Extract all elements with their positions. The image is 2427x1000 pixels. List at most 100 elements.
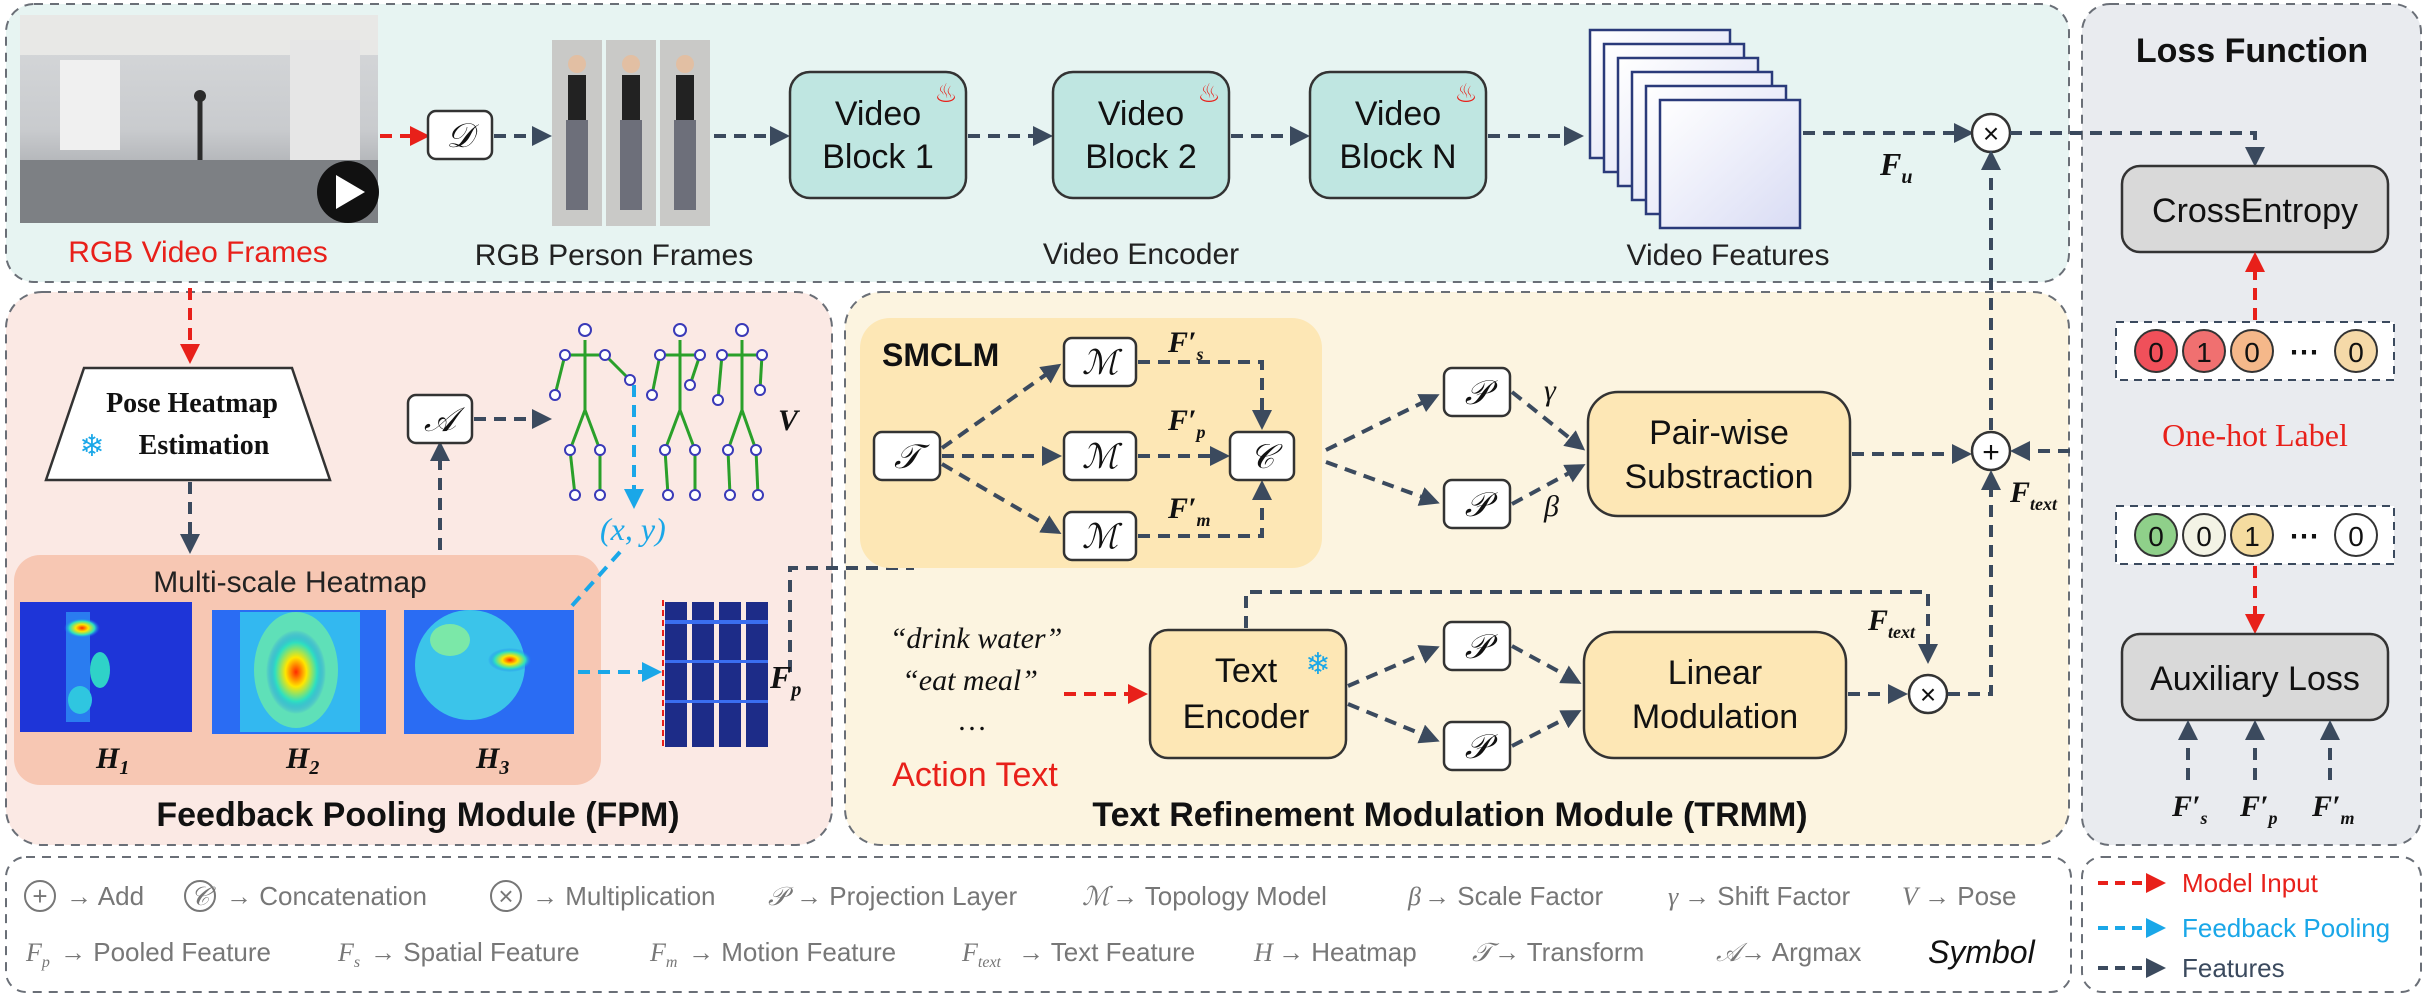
fire-icon: ♨ bbox=[1197, 78, 1220, 108]
svg-text:→ Projection Layer: → Projection Layer bbox=[796, 881, 1017, 911]
pooled-feature-strips bbox=[662, 600, 768, 750]
label-top-2: 0 bbox=[2244, 337, 2260, 368]
svg-text:Substraction: Substraction bbox=[1625, 458, 1814, 496]
svg-text:Fs: Fs bbox=[337, 938, 360, 971]
label-bottom-2: 1 bbox=[2244, 521, 2260, 552]
label-bottom-0: 0 bbox=[2148, 521, 2164, 552]
svg-text:Pair-wise: Pair-wise bbox=[1649, 414, 1789, 452]
v-label: V bbox=[778, 404, 801, 437]
loss-fm: F′m bbox=[2311, 790, 2354, 828]
add-node: + bbox=[1970, 430, 2012, 472]
text-example-1: “drink water” bbox=[890, 622, 1063, 655]
m-box-p: ℳ bbox=[1062, 430, 1138, 482]
play-icon[interactable] bbox=[317, 161, 379, 223]
video-encoder-label: Video Encoder bbox=[1043, 238, 1239, 271]
svg-text:ℳ: ℳ bbox=[1082, 439, 1123, 476]
legend-add: + → Add bbox=[24, 880, 144, 912]
legend-model-input: Model Input bbox=[2182, 868, 2319, 898]
svg-text:→ Add: → Add bbox=[66, 881, 144, 911]
svg-text:→ Concatenation: → Concatenation bbox=[226, 881, 427, 911]
svg-text:Modulation: Modulation bbox=[1632, 698, 1798, 736]
legend-heatmap: H → Heatmap bbox=[1253, 937, 1417, 967]
legend-projection: 𝒫 → Projection Layer bbox=[768, 881, 1017, 911]
pose-line-1: Pose Heatmap bbox=[106, 388, 278, 419]
multiply-node-bottom: × bbox=[1907, 673, 1949, 715]
rgb-video-thumbnail bbox=[20, 15, 378, 223]
m-box-m: ℳ bbox=[1062, 510, 1138, 562]
svg-text:→ Spatial Feature: → Spatial Feature bbox=[370, 937, 580, 967]
text-encoder-box: Text Encoder bbox=[1148, 628, 1348, 760]
snowflake-icon: ❄ bbox=[1305, 648, 1330, 681]
m-box-s: ℳ bbox=[1062, 336, 1138, 388]
svg-text:Fp: Fp bbox=[25, 938, 50, 971]
legend-panel bbox=[5, 856, 2072, 993]
a-box bbox=[406, 393, 474, 445]
pose-line-2: Estimation bbox=[139, 430, 270, 461]
svg-text:Video: Video bbox=[835, 95, 921, 133]
svg-text:β: β bbox=[1407, 882, 1421, 911]
legend-row-2: Fp → Pooled Feature Fs → Spatial Feature… bbox=[25, 937, 1861, 971]
heatmap-h1 bbox=[20, 602, 192, 732]
text-example-2: “eat meal” bbox=[902, 664, 1038, 697]
svg-text:Linear: Linear bbox=[1668, 654, 1763, 692]
pose-joints bbox=[549, 323, 768, 501]
p-box-beta: 𝒫 bbox=[1442, 478, 1512, 530]
svg-text:V: V bbox=[1902, 882, 1921, 911]
svg-text:Ftext: Ftext bbox=[961, 938, 1002, 971]
linear-modulation-box: Linear Modulation bbox=[1582, 630, 1848, 760]
legend-topology: ℳ → Topology Model bbox=[1082, 881, 1327, 911]
legend-pose: V → Pose bbox=[1902, 881, 2017, 911]
heatmap-h3 bbox=[404, 610, 574, 734]
svg-text:→ Shift Factor: → Shift Factor bbox=[1684, 881, 1850, 911]
legend-feedback-pooling: Feedback Pooling bbox=[2182, 913, 2390, 943]
svg-text:+: + bbox=[1982, 436, 2000, 469]
pairwise-substraction-box: Pair-wise Substraction bbox=[1586, 390, 1852, 518]
svg-text:→ Transform: → Transform bbox=[1494, 937, 1644, 967]
svg-text:×: × bbox=[1983, 118, 1999, 149]
label-bottom-1: 0 bbox=[2196, 521, 2212, 552]
svg-text:Block N: Block N bbox=[1339, 138, 1456, 176]
fire-icon: ♨ bbox=[934, 78, 957, 108]
multiscale-label: Multi-scale Heatmap bbox=[153, 566, 426, 599]
trmm-title: Text Refinement Modulation Module (TRMM) bbox=[1092, 796, 1807, 834]
svg-text:→ Motion Feature: → Motion Feature bbox=[688, 937, 896, 967]
smclm-label: SMCLM bbox=[882, 337, 999, 373]
svg-text:→ Pooled Feature: → Pooled Feature bbox=[60, 937, 271, 967]
person-frames bbox=[552, 40, 710, 226]
svg-text:→ Pose: → Pose bbox=[1924, 881, 2017, 911]
xy-label: (x, y) bbox=[600, 511, 666, 547]
svg-text:→ Argmax: → Argmax bbox=[1740, 937, 1861, 967]
fpm-title: Feedback Pooling Module (FPM) bbox=[156, 796, 679, 834]
rgb-person-frames-label: RGB Person Frames bbox=[475, 239, 753, 272]
action-text-label: Action Text bbox=[892, 756, 1058, 794]
rgb-video-frames-label: RGB Video Frames bbox=[68, 236, 328, 269]
pose-heatmap-estimation-box bbox=[44, 366, 332, 482]
svg-text:Block 1: Block 1 bbox=[822, 138, 934, 176]
label-top-1: 1 bbox=[2196, 337, 2212, 368]
pose-skeletons bbox=[553, 340, 764, 496]
t-box bbox=[872, 430, 942, 482]
f-s-prime: F′s bbox=[1167, 326, 1203, 364]
p-box-text-1: 𝒫 bbox=[1442, 620, 1512, 672]
one-hot-label-bottom bbox=[2115, 505, 2395, 565]
f-text-label-mid: Ftext bbox=[1867, 604, 1916, 642]
legend-spatial: Fs → Spatial Feature bbox=[337, 937, 580, 971]
beta-label: β bbox=[1543, 490, 1559, 523]
loss-fs: F′s bbox=[2171, 790, 2207, 828]
label-bottom-4: 0 bbox=[2348, 521, 2364, 552]
svg-text:γ: γ bbox=[1668, 882, 1679, 911]
snowflake-icon: ❄ bbox=[79, 430, 104, 463]
svg-text:Block 2: Block 2 bbox=[1085, 138, 1197, 176]
one-hot-label: One-hot Label bbox=[2162, 417, 2348, 453]
label-top-3: ⋯ bbox=[2289, 336, 2319, 369]
svg-text:H: H bbox=[1253, 938, 1274, 967]
gamma-label: γ bbox=[1544, 374, 1557, 407]
video-block-2: Video Block 2 bbox=[1051, 70, 1231, 200]
legend-text: Ftext → Text Feature bbox=[961, 937, 1195, 971]
legend-shift: γ → Shift Factor bbox=[1668, 881, 1850, 911]
svg-text:+: + bbox=[32, 881, 47, 911]
svg-text:Video: Video bbox=[1355, 95, 1441, 133]
svg-text:CrossEntropy: CrossEntropy bbox=[2152, 192, 2358, 230]
auxiliary-loss-box: Auxiliary Loss bbox=[2120, 632, 2390, 722]
